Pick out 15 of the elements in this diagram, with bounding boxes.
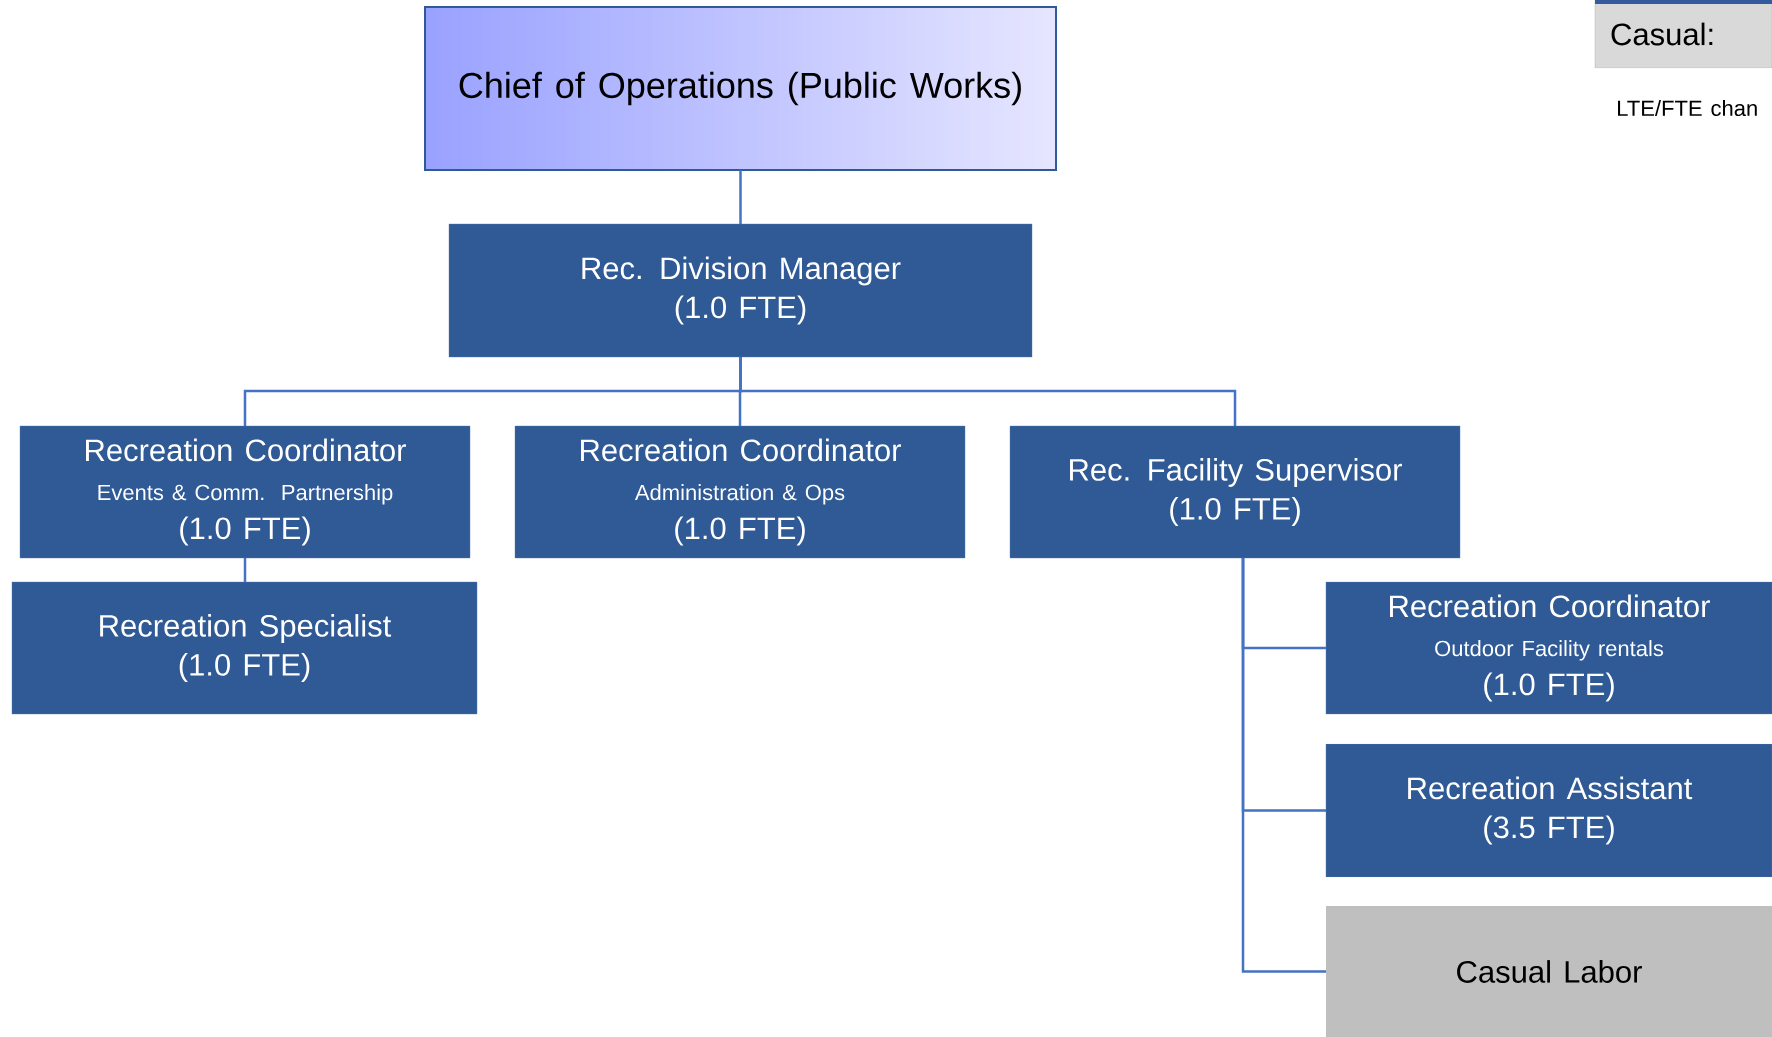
position-box: Casual Labor: [1326, 906, 1772, 1037]
note-text: LTE/FTE chan: [1618, 99, 1757, 117]
position-box: Recreation Assistant (3.5 FTE): [1325, 743, 1772, 878]
connector: [243, 558, 247, 582]
connector: [739, 170, 742, 224]
position-box: Recreation Coordinator Outdoor Facility rentals (1.0 FTE): [1325, 581, 1772, 715]
legend-box: Casual:: [1594, 0, 1772, 69]
position-box: Rec. Facility Supervisor (1.0 FTE): [1009, 425, 1461, 559]
position-box: Rec. Division Manager (1.0 FTE): [448, 223, 1033, 358]
position-box: Recreation Specialist (1.0 FTE): [11, 581, 478, 715]
position-box: Recreation Coordinator Events & Comm. Partnership (1.0 FTE): [19, 425, 471, 559]
position-box: Recreation Coordinator Administration & Ops (1.0 FTE): [514, 425, 966, 559]
title-box: Chief of Operations (Public Works): [424, 6, 1057, 171]
connector: [1241, 558, 1326, 973]
connector: [739, 357, 1237, 426]
